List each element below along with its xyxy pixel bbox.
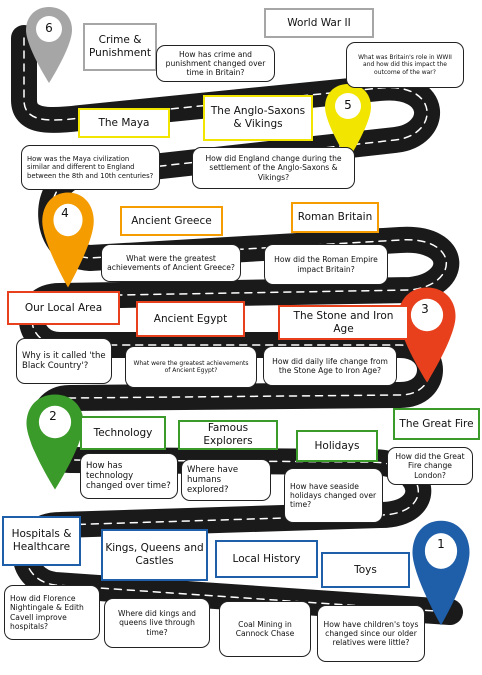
map-pin-3-icon: 3 xyxy=(396,285,458,389)
question-our-local-area: Why is it called 'the Black Country'? xyxy=(16,338,112,384)
question-crime-punishment: How has crime and punishment changed ove… xyxy=(156,45,275,82)
question-the-maya: How was the Maya civilization similar an… xyxy=(21,145,160,190)
topic-the-maya: The Maya xyxy=(78,108,170,138)
map-pin-5-icon: 5 xyxy=(320,82,376,166)
map-pin-2-icon: 2 xyxy=(24,392,86,496)
map-pin-4-icon: 4 xyxy=(40,190,96,294)
question-anglo-saxons-vikings: How did England change during the settle… xyxy=(192,147,355,189)
map-pin-6-icon: 6 xyxy=(24,5,74,89)
question-ancient-greece: What were the greatest achievements of A… xyxy=(101,244,241,282)
topic-anglo-saxons-vikings: The Anglo-Saxons & Vikings xyxy=(203,95,313,141)
question-famous-explorers: Where have humans explored? xyxy=(181,459,271,501)
topic-roman-britain: Roman Britain xyxy=(291,202,379,233)
pin-3-number: 3 xyxy=(421,302,429,316)
topic-technology: Technology xyxy=(80,416,166,450)
question-hospitals-healthcare: How did Florence Nightingale & Edith Cav… xyxy=(4,585,100,640)
pin-1-number: 1 xyxy=(437,537,445,551)
question-roman-britain: How did the Roman Empire impact Britain? xyxy=(264,244,388,285)
question-local-history: Coal Mining in Cannock Chase xyxy=(219,601,311,657)
topic-stone-iron-age: The Stone and Iron Age xyxy=(278,305,409,340)
pin-4-number: 4 xyxy=(61,206,69,220)
question-kings-queens-castles: Where did kings and queens live through … xyxy=(104,598,210,648)
question-world-war-ii: What was Britain's role in WWII and how … xyxy=(346,42,464,88)
question-toys: How have children's toys changed since o… xyxy=(317,605,425,662)
map-pin-1-icon: 1 xyxy=(410,518,472,632)
topic-our-local-area: Our Local Area xyxy=(7,291,120,325)
topic-hospitals-healthcare: Hospitals & Healthcare xyxy=(2,516,81,566)
question-stone-iron-age: How did daily life change from the Stone… xyxy=(263,346,397,386)
topic-world-war-ii: World War II xyxy=(264,8,374,38)
topic-holidays: Holidays xyxy=(296,430,378,462)
topic-local-history: Local History xyxy=(215,540,318,578)
question-technology: How has technology changed over time? xyxy=(80,453,178,499)
pin-6-number: 6 xyxy=(45,21,53,35)
question-great-fire: How did the Great Fire change London? xyxy=(387,447,473,485)
topic-crime-punishment: Crime & Punishment xyxy=(83,23,157,71)
pin-2-number: 2 xyxy=(49,409,57,423)
topic-famous-explorers: Famous Explorers xyxy=(178,420,278,450)
topic-toys: Toys xyxy=(321,552,410,588)
topic-ancient-egypt: Ancient Egypt xyxy=(136,301,245,337)
pin-5-number: 5 xyxy=(344,98,352,112)
question-ancient-egypt: What were the greatest achievements of A… xyxy=(125,346,257,388)
topic-ancient-greece: Ancient Greece xyxy=(120,206,223,236)
topic-kings-queens-castles: Kings, Queens and Castles xyxy=(101,529,208,581)
question-holidays: How have seaside holidays changed over t… xyxy=(284,468,383,523)
topic-the-great-fire: The Great Fire xyxy=(393,408,480,440)
